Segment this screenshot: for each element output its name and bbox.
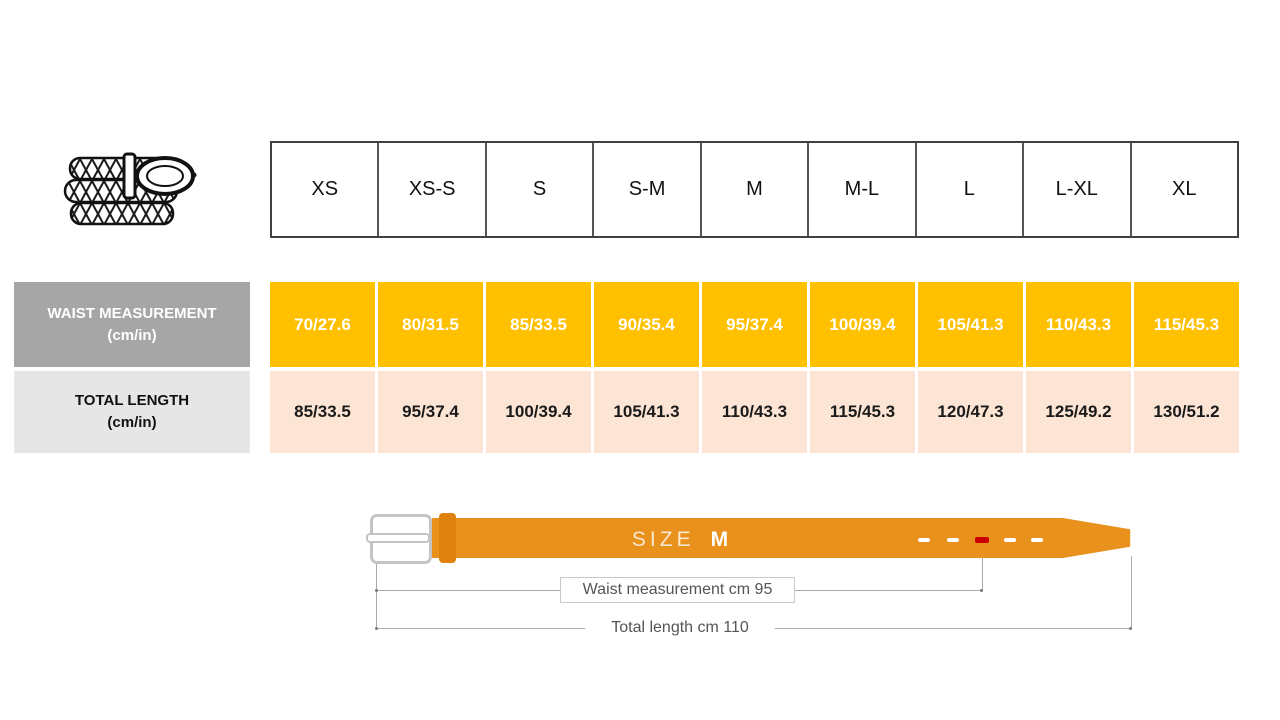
size-header-xs-s: XS-S xyxy=(377,143,484,236)
waist-value-cell: 105/41.3 xyxy=(918,282,1023,367)
waist-annotation-text: Waist measurement cm 95 xyxy=(582,581,773,598)
waist-measurement-row-label: WAIST MEASUREMENT (cm/in) xyxy=(14,282,250,367)
size-header-l-xl: L-XL xyxy=(1022,143,1129,236)
size-header-row: XS XS-S S S-M M M-L L L-XL XL xyxy=(270,141,1239,238)
size-header-s-m: S-M xyxy=(592,143,699,236)
waist-value-cell: 85/33.5 xyxy=(486,282,591,367)
waist-label-text: WAIST MEASUREMENT xyxy=(47,304,217,322)
belt-hole xyxy=(918,538,930,542)
dimension-dot xyxy=(375,589,378,592)
buckle-guide-line xyxy=(376,564,377,628)
total-annotation: Total length cm 110 xyxy=(585,616,775,639)
size-header-xs: XS xyxy=(311,178,339,200)
total-value-cell: 100/39.4 xyxy=(486,371,591,453)
total-value-cell: 115/45.3 xyxy=(810,371,915,453)
waist-value-cell: 115/45.3 xyxy=(1134,282,1239,367)
total-length-row-label: TOTAL LENGTH (cm/in) xyxy=(14,371,250,453)
belt-hole-selected xyxy=(975,537,989,543)
waist-annotation-box: Waist measurement cm 95 xyxy=(560,577,795,603)
total-values-row: 85/33.5 95/37.4 100/39.4 105/41.3 110/43… xyxy=(270,371,1239,453)
braided-belt-image xyxy=(62,148,200,236)
total-label-unit: (cm/in) xyxy=(107,414,157,431)
dimension-dot xyxy=(375,627,378,630)
size-header-s: S xyxy=(484,143,592,236)
belt-hole xyxy=(1031,538,1043,542)
waist-values-row: 70/27.6 80/31.5 85/33.5 90/35.4 95/37.4 … xyxy=(270,282,1239,367)
size-header-m-l: M-L xyxy=(807,143,914,236)
belt-size-label: SIZE M xyxy=(590,527,770,553)
total-value-cell: 95/37.4 xyxy=(378,371,483,453)
total-annotation-text: Total length cm 110 xyxy=(611,618,749,636)
waist-value-cell: 70/27.6 xyxy=(270,282,375,367)
size-header-l: L xyxy=(914,143,1022,236)
size-header-m: M xyxy=(699,143,807,236)
waist-value-cell: 95/37.4 xyxy=(702,282,807,367)
waist-value-cell: 100/39.4 xyxy=(810,282,915,367)
total-value-cell: 105/41.3 xyxy=(594,371,699,453)
waist-label-unit: (cm/in) xyxy=(107,326,157,344)
size-value: M xyxy=(710,528,729,551)
dimension-dot xyxy=(980,589,983,592)
belt-loop xyxy=(439,513,456,563)
waist-value-cell: 110/43.3 xyxy=(1026,282,1131,367)
belt-hole xyxy=(947,538,959,542)
buckle-prong xyxy=(366,533,430,543)
hole-guide-line xyxy=(982,546,983,590)
belt-hole xyxy=(1004,538,1016,542)
size-header-xl: XL xyxy=(1129,143,1237,236)
total-value-cell: 85/33.5 xyxy=(270,371,375,453)
total-label-text: TOTAL LENGTH xyxy=(74,392,190,410)
total-value-cell: 125/49.2 xyxy=(1026,371,1131,453)
dimension-dot xyxy=(1129,627,1132,630)
waist-value-cell: 80/31.5 xyxy=(378,282,483,367)
size-word: SIZE xyxy=(631,528,695,551)
total-value-cell: 120/47.3 xyxy=(918,371,1023,453)
waist-value-cell: 90/35.4 xyxy=(594,282,699,367)
braided-belt-icon xyxy=(63,152,197,226)
total-value-cell: 130/51.2 xyxy=(1134,371,1239,453)
tip-guide-line xyxy=(1131,556,1132,628)
belt-strap xyxy=(432,518,1131,558)
total-value-cell: 110/43.3 xyxy=(702,371,807,453)
